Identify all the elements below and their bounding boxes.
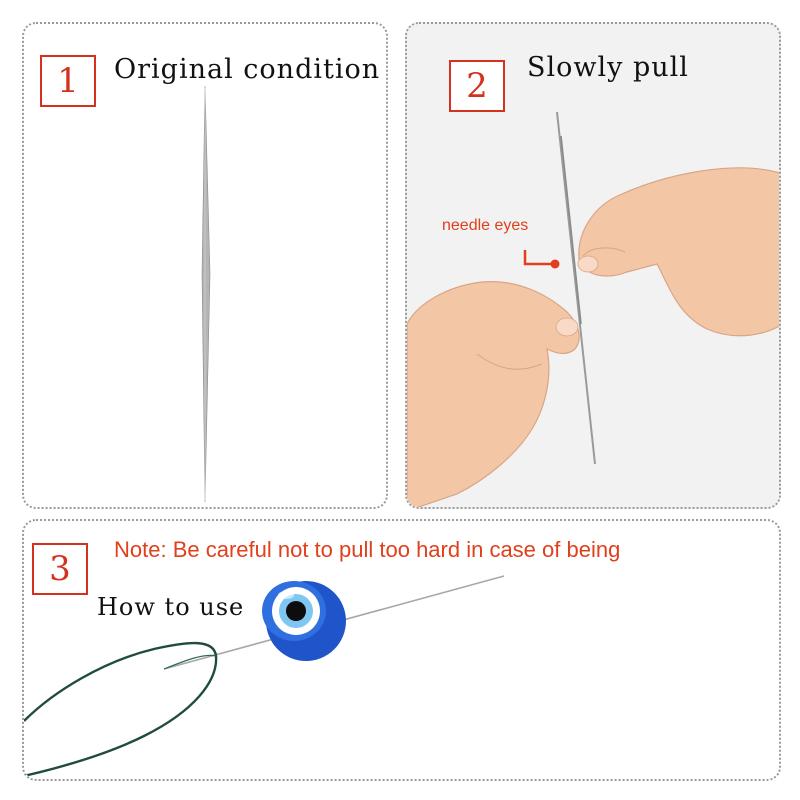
step-badge-3: 3	[32, 543, 88, 595]
thread-icon	[24, 641, 218, 778]
left-thumbnail	[555, 317, 579, 337]
needle-strand-right	[560, 135, 582, 325]
right-thumbnail	[577, 255, 599, 273]
needle-strand-left	[556, 111, 596, 465]
bead-threading-illustration	[24, 575, 505, 778]
caution-note: Note: Be careful not to pull too hard in…	[114, 537, 621, 562]
step-title-3: How to use	[97, 593, 245, 621]
panel-original-condition: 1 Original condition	[22, 22, 388, 509]
step-title-2: Slowly pull	[527, 52, 689, 83]
step-title-1: Original condition	[114, 54, 381, 85]
straight-needle-illustration	[201, 85, 211, 503]
thread-loop	[163, 654, 217, 670]
bead-shine	[278, 591, 294, 599]
left-finger-crease	[476, 353, 543, 370]
left-hand-icon	[407, 281, 580, 507]
panel-slowly-pull: 2 Slowly pull needle eyes	[405, 22, 781, 509]
callout-dot	[550, 259, 560, 269]
right-thumb-crease	[582, 247, 626, 257]
right-hand-icon	[578, 167, 779, 337]
needle-eyes-label: needle eyes	[442, 217, 529, 234]
step-badge-1: 1	[40, 55, 96, 107]
panel-how-to-use: 3 Note: Be careful not to pull too hard …	[22, 519, 781, 781]
needle-icon	[201, 85, 211, 503]
step-badge-2: 2	[449, 60, 505, 112]
callout-pointer	[523, 250, 554, 266]
bead-eye-pupil	[286, 601, 306, 621]
